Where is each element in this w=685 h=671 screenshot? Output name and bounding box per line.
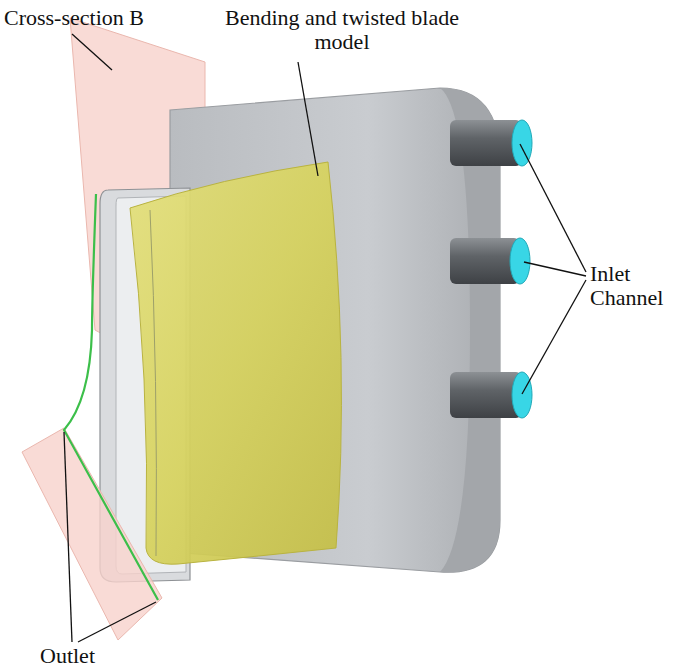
outlet-curve	[64, 194, 158, 600]
twisted-blade	[130, 162, 341, 564]
leader-lines	[64, 34, 586, 642]
outlet-label: Outlet	[40, 644, 130, 668]
section-plane	[22, 428, 162, 640]
blade-label: Bending and twisted blade model	[222, 6, 462, 54]
section-label: Cross-section B	[4, 6, 194, 30]
inlet-label: Inlet Channel	[590, 262, 680, 310]
inlet-pipes	[450, 120, 532, 418]
blade-edge	[150, 210, 156, 556]
